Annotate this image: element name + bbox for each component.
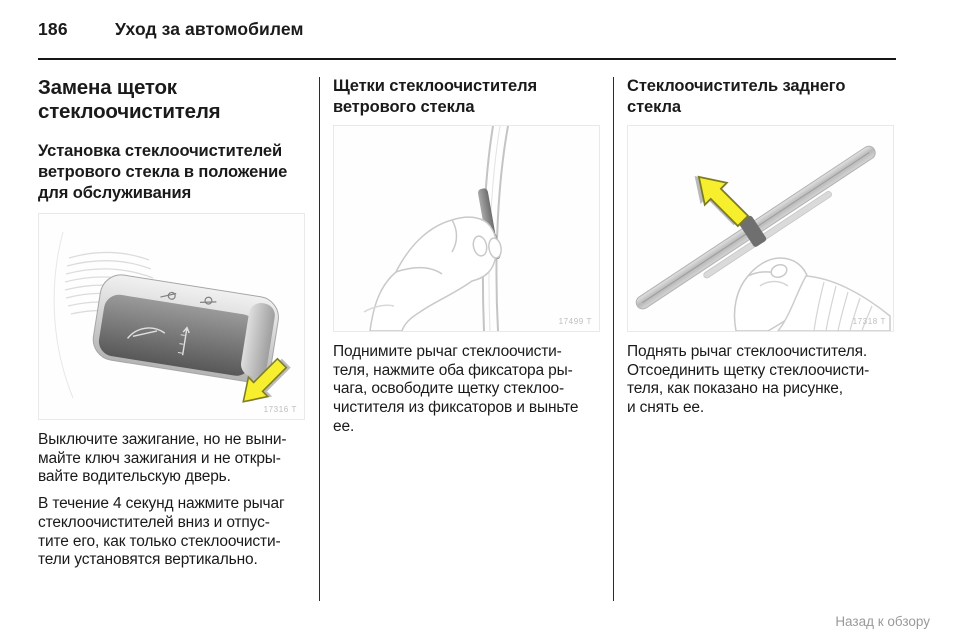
column-3: Стеклоочиститель заднего стекла <box>627 76 894 426</box>
figure-caption: 17499 T <box>558 316 592 326</box>
wiper-stalk <box>92 274 279 383</box>
subsection-title: Щетки стеклоочистителя ветрового стекла <box>333 77 538 116</box>
rear-wiper-blade <box>635 145 876 310</box>
figure-rear-wiper: 17318 T <box>627 124 894 332</box>
direction-arrow-icon <box>242 357 291 403</box>
figure-caption: 17316 T <box>263 404 297 414</box>
body-paragraph: В течение 4 секунд нажмите рычаг стеклоо… <box>38 495 285 569</box>
stalk-top-icons <box>160 291 217 305</box>
column-1: Замена щеток стеклоочистителя Установка … <box>38 76 305 578</box>
body-paragraph: Поднять рычаг стеклоочистителя. Отсоедин… <box>627 342 870 417</box>
figure-caption: 17318 T <box>852 316 886 326</box>
page-header: 186 Уход за автомобилем <box>38 19 304 40</box>
chapter-title: Уход за автомобилем <box>115 19 304 39</box>
hand-sketch <box>733 257 891 331</box>
rear-wiper-illustration <box>635 145 891 331</box>
windscreen-wiper-hand-illustration <box>363 125 509 331</box>
dashboard-outline-sketch <box>53 231 74 399</box>
stalk-face-icons <box>126 326 190 356</box>
back-to-overview-link[interactable]: Назад к обзору <box>835 614 930 629</box>
body-paragraph: Поднимите рычаг стеклоочисти- теля, нажм… <box>333 342 579 435</box>
column-divider <box>613 77 614 601</box>
subsection-title: Установка стеклоочистителей ветрового ст… <box>38 141 288 202</box>
figure-windscreen-wiper: 17499 T <box>333 124 600 332</box>
header-divider <box>38 58 896 60</box>
wiper-stalk-illustration <box>53 231 291 403</box>
direction-arrow-icon <box>694 175 750 228</box>
hand-sketch <box>363 216 502 331</box>
column-2: Щетки стеклоочистителя ветрового стекла <box>333 76 600 445</box>
column-divider <box>319 77 320 601</box>
section-title: Замена щеток стеклоочистителя <box>38 76 221 123</box>
page-number: 186 <box>38 19 68 39</box>
subsection-title: Стеклоочиститель заднего стекла <box>627 77 846 116</box>
body-paragraph: Выключите зажигание, но не выни- майте к… <box>38 430 287 486</box>
figure-wiper-stalk: 17316 T <box>38 212 305 420</box>
